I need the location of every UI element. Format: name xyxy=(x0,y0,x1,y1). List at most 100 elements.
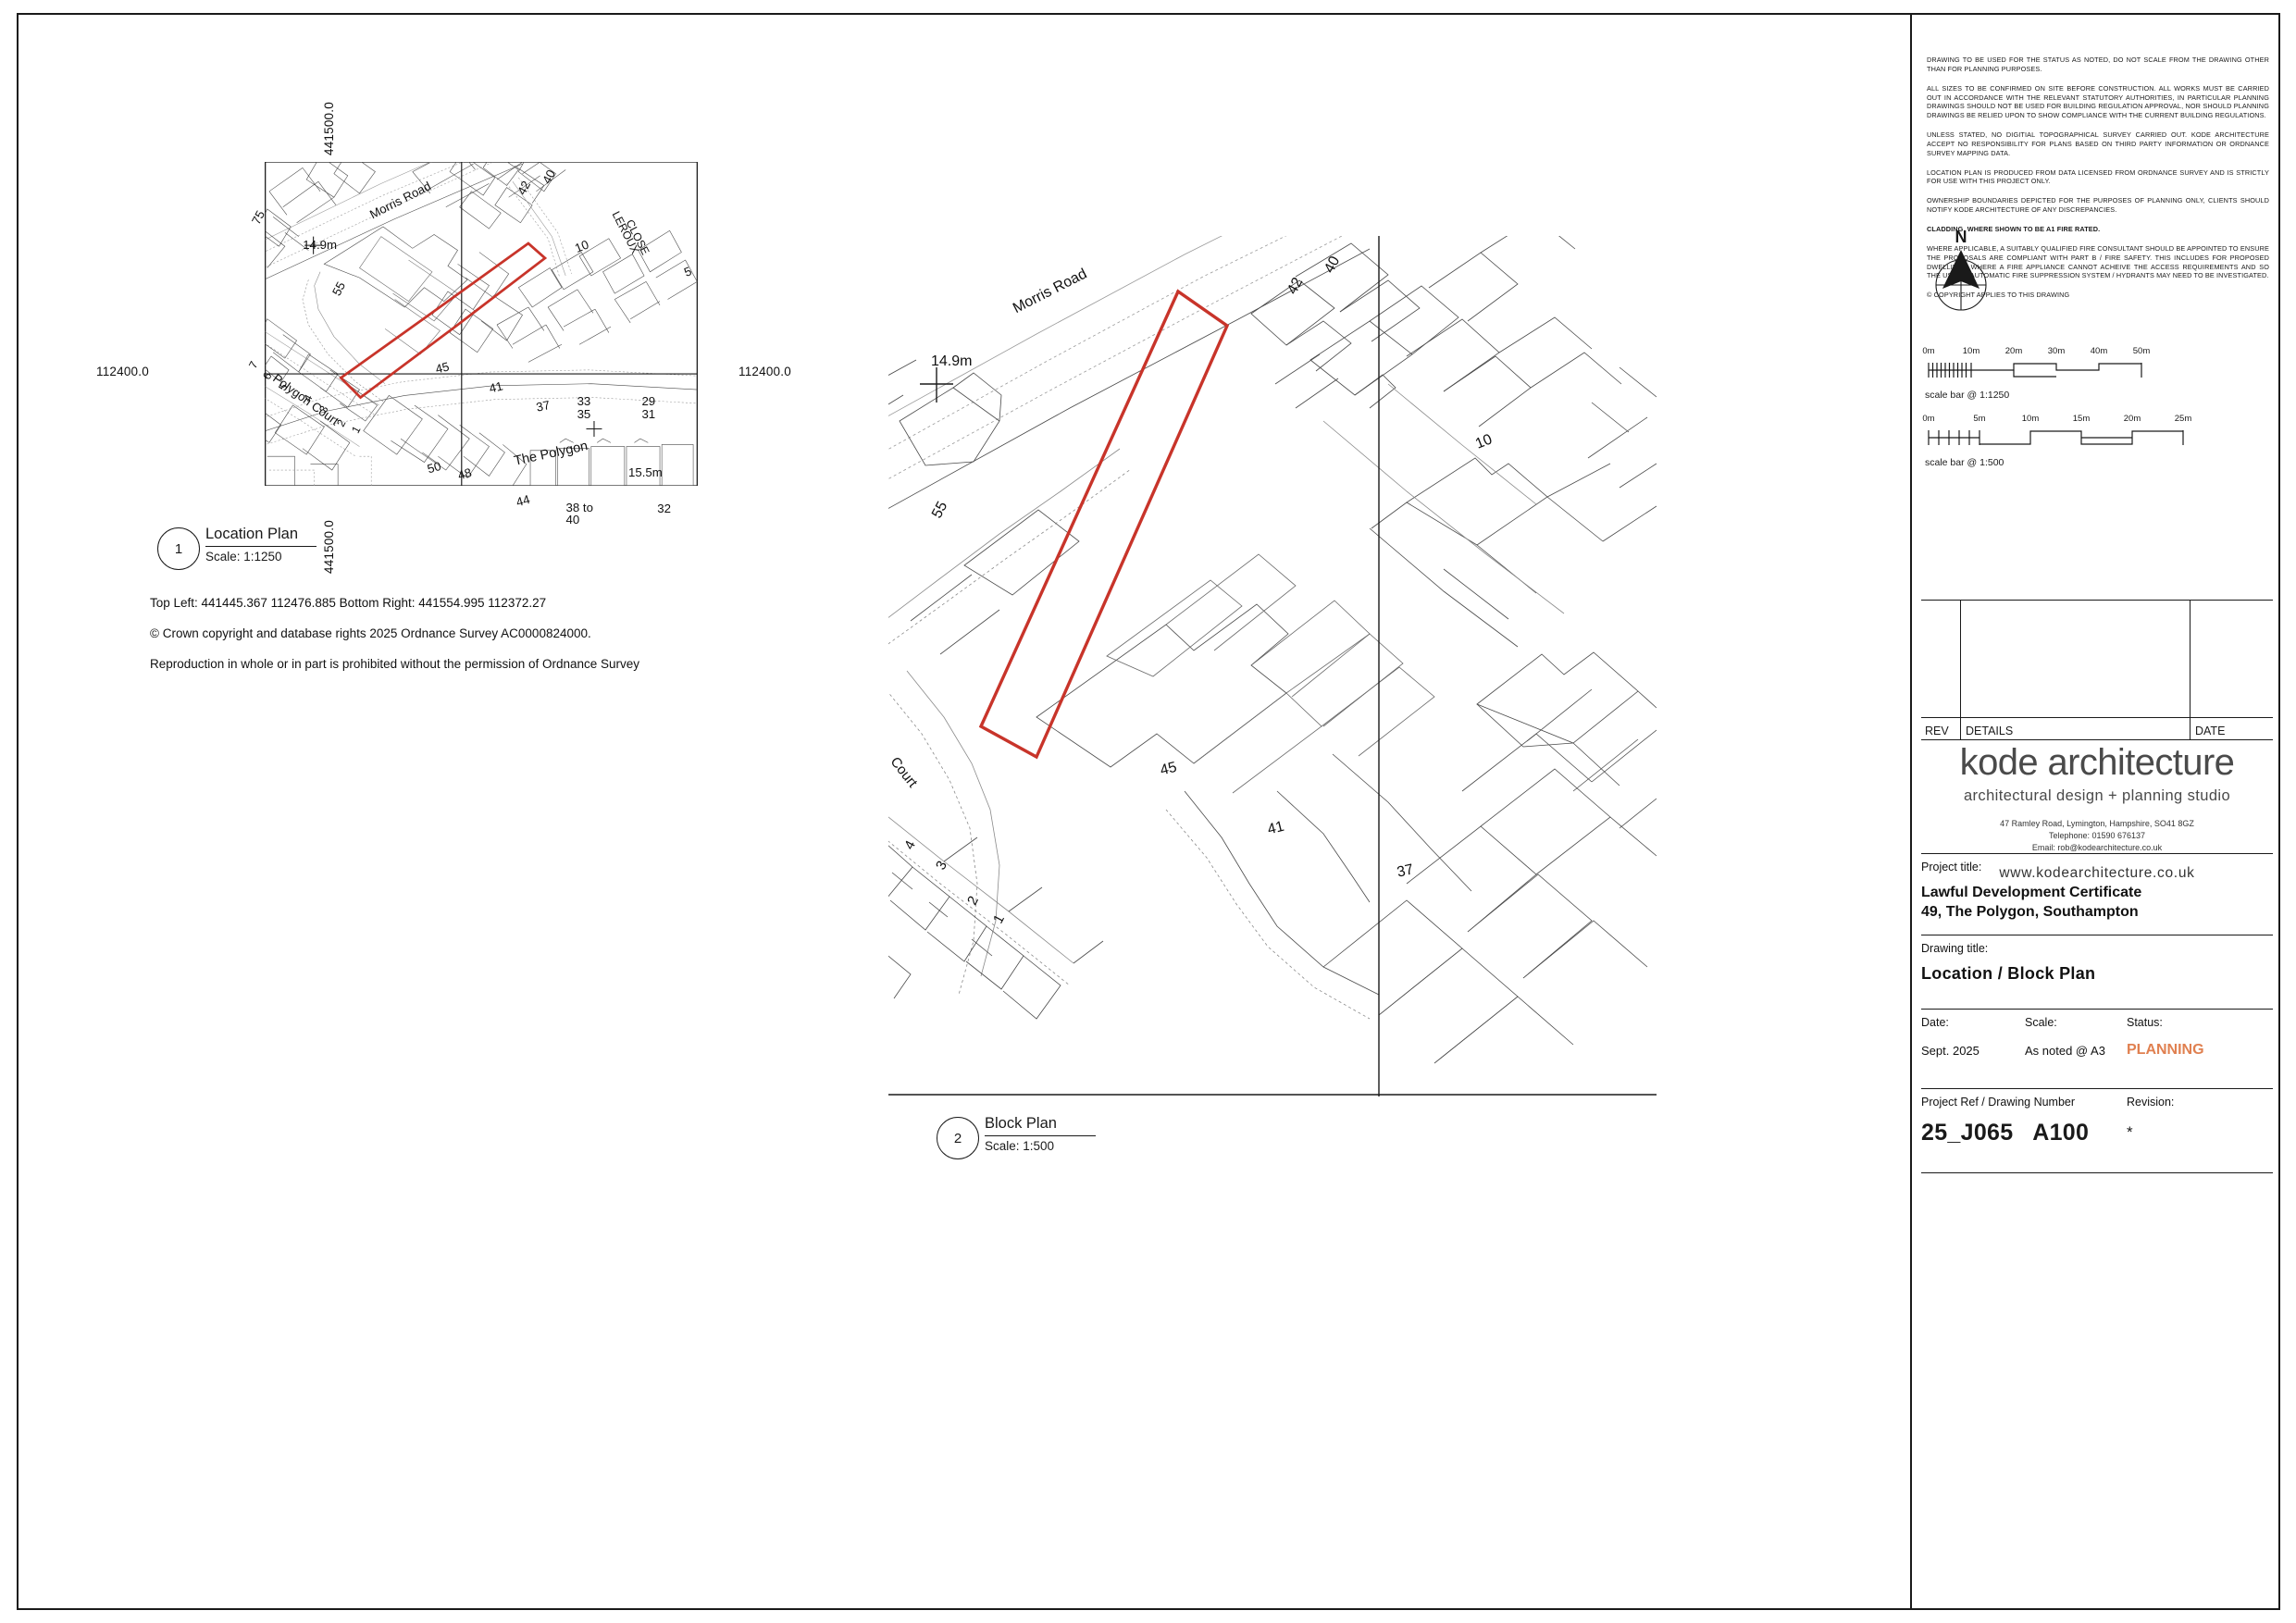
scale-bar-500-caption: scale bar @ 1:500 xyxy=(1925,457,2004,468)
practice-name: kode architecture xyxy=(1959,742,2235,783)
revision-table-divider-1 xyxy=(1960,600,1961,740)
status-label: Status: xyxy=(2127,1016,2163,1029)
coord-label-east-left: 112400.0 xyxy=(96,365,149,378)
location-plan: 441500.0 441500.0 112400.0 112400.0 xyxy=(96,102,805,574)
sb-tick: 15m xyxy=(2072,414,2091,424)
sb-tick: 40m xyxy=(2090,346,2108,356)
site-boundary-outline xyxy=(339,242,548,400)
detail-tag-scale: Scale: 1:1250 xyxy=(205,550,282,564)
practice-tagline: architectural design + planning studio xyxy=(1963,787,2231,804)
map-label: 15.5m xyxy=(627,465,663,479)
reference-field: Project Ref / Drawing Number 25_J065 A10… xyxy=(1921,1096,2089,1146)
benchmark-cross-14-9m xyxy=(304,236,323,254)
sb-tick: 5m xyxy=(1973,414,1986,424)
sb-tick: 50m xyxy=(2132,346,2151,356)
revision-table-header-rev: REV xyxy=(1925,725,1949,737)
coord-label-east-right: 112400.0 xyxy=(738,365,791,378)
map-label: 44 xyxy=(515,492,532,510)
detail-tag-title-2: Block Plan xyxy=(985,1115,1057,1132)
date-label: Date: xyxy=(1921,1016,1949,1029)
note-copyright: © COPYRIGHT APPLIES TO THIS DRAWING xyxy=(1927,291,2070,300)
map-label: 40 xyxy=(565,513,580,527)
scale-field: Scale: As noted @ A3 xyxy=(2025,1016,2105,1058)
practice-brand: kode architecture architectural design +… xyxy=(1912,744,2282,882)
project-ref-value: 25_J065 xyxy=(1921,1120,2014,1146)
scale-bar-500: 0m 5m 10m 15m 20m 25m xyxy=(1922,414,2277,468)
note-paragraph: DRAWING TO BE USED FOR THE STATUS AS NOT… xyxy=(1927,56,2269,73)
note-paragraph: ALL SIZES TO BE CONFIRMED ON SITE BEFORE… xyxy=(1927,83,2269,120)
status-badge: PLANNING xyxy=(2127,1042,2204,1058)
scale-bar-1250-caption: scale bar @ 1:1250 xyxy=(1925,390,2010,401)
north-arrow-icon: N xyxy=(1929,224,2008,326)
benchmark-cross-15-5m xyxy=(586,421,602,437)
map-label: 38 to xyxy=(565,501,593,515)
note-cladding: CLADDING, WHERE SHOWN TO BE A1 FIRE RATE… xyxy=(1927,224,2101,233)
scale-value: As noted @ A3 xyxy=(2025,1044,2105,1058)
revision-table-header-details: DETAILS xyxy=(1966,725,2014,737)
revision-value: * xyxy=(2127,1123,2133,1141)
scale-label: Scale: xyxy=(2025,1016,2057,1029)
status-field: Status: PLANNING xyxy=(2127,1016,2204,1059)
note-paragraph: UNLESS STATED, NO DIGITIAL TOPOGRAPHICAL… xyxy=(1927,130,2269,157)
scale-bar-1250-ticks: 0m 10m 20m 30m 40m 50m xyxy=(1922,346,2277,359)
map-label: 31 xyxy=(641,406,656,421)
drawing-title-value: Location / Block Plan xyxy=(1921,964,2096,983)
reference-label: Project Ref / Drawing Number xyxy=(1921,1096,2076,1109)
block-plan-svg xyxy=(888,236,1657,1096)
map-label: 32 xyxy=(657,502,672,516)
sb-tick: 0m xyxy=(1922,414,1935,424)
revision-table-header-rule xyxy=(1921,717,2273,718)
practice-email: Email: rob@kodearchitecture.co.uk xyxy=(2031,843,2163,853)
detail-tag-rule xyxy=(205,546,316,547)
os-reproduction-note: Reproduction in whole or in part is proh… xyxy=(150,657,640,671)
scale-bar-1250-graphic xyxy=(1928,363,2142,378)
practice-contact: 47 Ramley Road, Lymington, Hampshire, SO… xyxy=(1912,818,2282,854)
project-title-line-2: 49, The Polygon, Southampton xyxy=(1921,904,2139,921)
detail-tag-number: 1 xyxy=(157,527,200,570)
sb-tick: 10m xyxy=(1962,346,1980,356)
revision-label: Revision: xyxy=(2127,1096,2175,1109)
revision-table-divider-2 xyxy=(2190,600,2191,740)
os-extent-note: Top Left: 441445.367 112476.885 Bottom R… xyxy=(150,596,547,610)
detail-tag-rule-2 xyxy=(985,1135,1096,1136)
note-paragraph: OWNERSHIP BOUNDARIES DEPICTED FOR THE PU… xyxy=(1927,196,2269,215)
sb-tick: 0m xyxy=(1922,346,1935,356)
drawing-number-value: A100 xyxy=(2032,1120,2090,1146)
scale-bar-1250: 0m 10m 20m 30m 40m 50m xyxy=(1922,346,2277,401)
practice-website[interactable]: www.kodearchitecture.co.uk xyxy=(1999,865,2195,882)
revision-table-grid xyxy=(1921,600,2273,740)
project-title-line-1: Lawful Development Certificate xyxy=(1921,885,2142,900)
map-label: 14.9m xyxy=(931,353,973,369)
revision-field: Revision: * xyxy=(2127,1096,2174,1142)
date-field: Date: Sept. 2025 xyxy=(1921,1016,1980,1058)
practice-telephone: Telephone: 01590 676137 xyxy=(2048,831,2146,841)
note-fire: WHERE APPLICABLE, A SUITABLY QUALIFIED F… xyxy=(1927,243,2269,280)
map-label: 37 xyxy=(534,397,552,415)
map-label: 35 xyxy=(577,406,591,421)
note-paragraph: LOCATION PLAN IS PRODUCED FROM DATA LICE… xyxy=(1927,167,2269,186)
sheet-border xyxy=(17,13,2280,1610)
map-label: 37 xyxy=(1396,861,1415,881)
sb-tick: 20m xyxy=(2123,414,2141,424)
map-label: 33 xyxy=(577,393,591,408)
location-plan-svg xyxy=(265,162,698,486)
practice-address: 47 Ramley Road, Lymington, Hampshire, SO… xyxy=(2000,819,2194,828)
site-boundary-outline-block xyxy=(978,289,1230,760)
sb-tick: 30m xyxy=(2047,346,2066,356)
scale-bars: 0m 10m 20m 30m 40m 50m xyxy=(1922,346,2277,481)
detail-tag-scale-2: Scale: 1:500 xyxy=(985,1139,1055,1153)
detail-tag-number-2: 2 xyxy=(937,1117,979,1159)
os-copyright-note: © Crown copyright and database rights 20… xyxy=(150,626,591,640)
revision-table-header-date: DATE xyxy=(2195,725,2226,737)
sb-tick: 25m xyxy=(2174,414,2192,424)
detail-tag-title: Location Plan xyxy=(205,526,298,542)
benchmark-cross-block xyxy=(920,367,953,403)
scale-bar-500-graphic xyxy=(1928,430,2184,445)
title-panel: DRAWING TO BE USED FOR THE STATUS AS NOT… xyxy=(1910,13,2280,1610)
drawing-reference-section: Project Ref / Drawing Number 25_J065 A10… xyxy=(1921,1088,2273,1173)
map-label: 14.9m xyxy=(303,237,338,252)
sb-tick: 10m xyxy=(2021,414,2040,424)
